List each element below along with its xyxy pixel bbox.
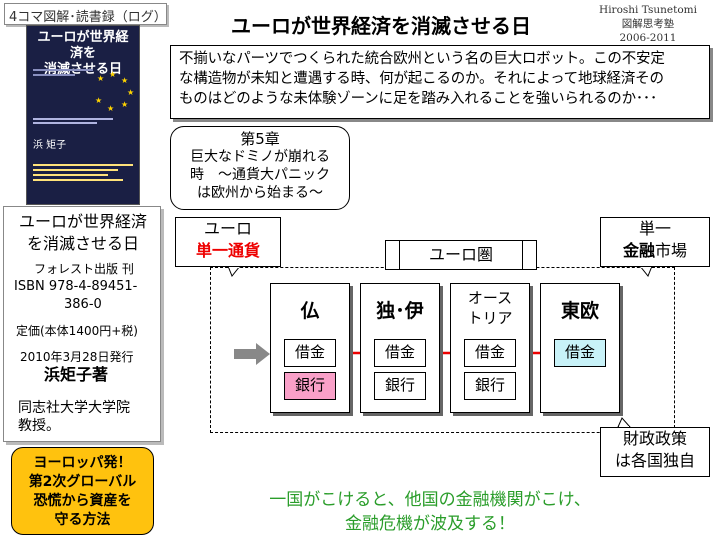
isbn-line: ISBN 978-4-89451-	[14, 279, 138, 294]
promo-badge: ヨーロッパ発！ 第2次グローバル 恐慌から資産を 守る方法	[11, 447, 154, 535]
debt-box: 借金	[374, 339, 426, 367]
cover-decor	[33, 66, 93, 76]
author-affiliation: 同志社大学大学院 教授。	[18, 399, 130, 435]
bank-box: 銀行	[464, 372, 516, 400]
debt-box: 借金	[284, 339, 336, 367]
country-name: 独･伊	[376, 300, 424, 322]
conclusion-line: 金融危機が波及する！	[345, 514, 515, 534]
star-icon: ★	[127, 88, 135, 97]
star-icon: ★	[107, 104, 115, 113]
chapter-line: 時 ～通貨大パニック	[190, 167, 330, 183]
book-title: ユーロが世界経済 を消滅させる日	[4, 211, 162, 255]
euro-label: ユーロ	[203, 219, 252, 238]
star-icon: ★	[109, 70, 117, 79]
country-column-austria: オース トリア 借金 銀行	[450, 283, 530, 413]
series-tag: 4コマ図解･読書録（ログ）	[4, 3, 167, 25]
author-credit: Hiroshi Tsunetomi 図解思考塾 2006-2011	[580, 3, 716, 45]
promo-line: ヨーロッパ発！	[33, 455, 132, 471]
intro-line: 不揃いなパーツでつくられた統合欧州という名の巨大ロボット。この不安定	[179, 51, 665, 67]
star-icon: ★	[121, 100, 129, 109]
isbn-line: 386-0	[64, 297, 102, 312]
affiliation-line: 教授。	[18, 418, 60, 434]
conclusion-text: 一国がこけると、他国の金融機関がこけ、 金融危機が波及する！	[240, 488, 620, 536]
euro-area-text: ユーロ圏	[428, 245, 493, 264]
market-word: 市場	[655, 241, 688, 260]
euro-callout: ユーロ 単一通貨	[175, 217, 281, 267]
book-cover: ユーロが世界経済を 消滅させる日 ★ ★ ★ ★ ★ ★ ★ 浜 矩子	[26, 25, 140, 205]
bank-box: 銀行	[374, 372, 426, 400]
euro-area-label: ユーロ圏	[385, 240, 537, 270]
promo-line: 恐慌から資産を	[33, 493, 132, 509]
publisher: フォレスト出版 刊	[34, 262, 134, 276]
market-label: 単一	[638, 219, 671, 238]
cover-decor	[33, 116, 113, 124]
book-title-line: ユーロが世界経済	[18, 212, 147, 231]
conclusion-line: 一国がこけると、他国の金融機関がこけ、	[269, 490, 591, 510]
finance-label: 金融	[622, 241, 655, 260]
star-icon: ★	[95, 96, 103, 105]
bank-box: 銀行	[284, 372, 336, 400]
fiscal-label: 財政政策	[622, 429, 687, 448]
chapter-line: 第5章	[240, 130, 280, 148]
intro-line: な構造物が未知と遭遇する時、何が起こるのか。それによって地球経済その	[179, 71, 664, 87]
price: 定価(本体1400円+税)	[16, 324, 138, 338]
cover-decor	[33, 162, 133, 181]
school-name: 図解思考塾	[621, 18, 675, 30]
cover-author: 浜 矩子	[33, 140, 67, 151]
debt-box: 借金	[464, 339, 516, 367]
country-column-germany-italy: 独･伊 借金 銀行	[360, 283, 440, 413]
promo-line: 守る方法	[54, 512, 111, 528]
year-range: 2006-2011	[619, 32, 677, 44]
book-info-panel: ユーロが世界経済 を消滅させる日 フォレスト出版 刊 ISBN 978-4-89…	[3, 206, 161, 442]
promo-line: 第2次グローバル	[28, 474, 137, 490]
chapter-line: 巨大なドミノが崩れる	[190, 149, 330, 165]
chapter-box: 第5章 巨大なドミノが崩れる 時 ～通貨大パニック は欧州から始まる～	[170, 126, 350, 210]
fiscal-callout-tail	[617, 417, 632, 428]
input-arrow	[234, 343, 270, 365]
country-column-eastern-europe: 東欧 借金	[540, 283, 620, 413]
intro-line: ものはどのような未体験ゾーンに足を踏み入れることを強いられるのか･･･	[179, 91, 658, 107]
country-column-france: 仏 借金 銀行	[270, 283, 350, 413]
star-icon: ★	[121, 76, 129, 85]
book-title-line: を消滅させる日	[26, 234, 139, 253]
star-icon: ★	[97, 74, 105, 83]
cover-title-line: ユーロが世界経済を	[37, 30, 129, 61]
fiscal-label: は各国独自	[614, 451, 695, 470]
single-currency-label: 単一通貨	[195, 241, 260, 260]
author-name: Hiroshi Tsunetomi	[599, 4, 697, 16]
intro-text-box: 不揃いなパーツでつくられた統合欧州という名の巨大ロボット。この不安定 な構造物が…	[170, 45, 710, 119]
country-name: 東欧	[560, 300, 599, 322]
publish-date: 2010年3月28日発行	[20, 350, 134, 364]
chapter-line: は欧州から始まる～	[197, 185, 323, 201]
market-callout: 単一 金融市場	[600, 217, 710, 267]
affiliation-line: 同志社大学大学院	[18, 400, 130, 416]
country-name: 仏	[300, 300, 320, 322]
debt-box: 借金	[554, 339, 606, 367]
book-author: 浜矩子著	[44, 365, 109, 384]
page-title: ユーロが世界経済を消滅させる日	[231, 14, 531, 38]
country-name: オース トリア	[467, 289, 513, 327]
fiscal-callout: 財政政策 は各国独自	[600, 427, 710, 477]
